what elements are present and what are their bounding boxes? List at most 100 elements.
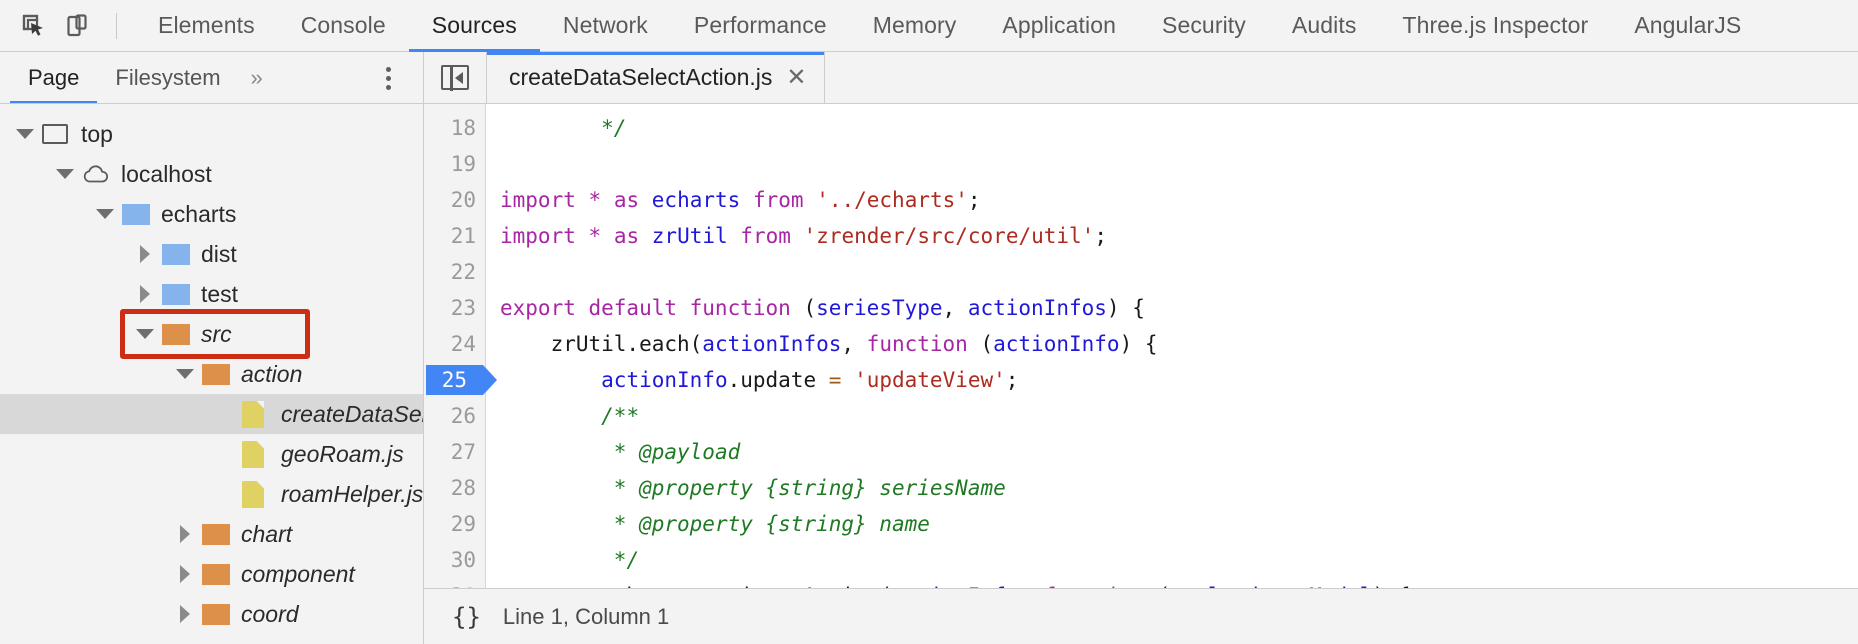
tree-item-label: src (201, 320, 232, 347)
code-token: zrUtil.each( (500, 332, 703, 356)
chevron-down-icon[interactable] (54, 163, 76, 185)
tree-item-component[interactable]: component (0, 554, 423, 594)
code-token: echarts.registerAction( (500, 584, 892, 588)
tree-item-label: localhost (121, 160, 212, 187)
code-token: ( (967, 332, 994, 356)
tree-item-chart[interactable]: chart (0, 514, 423, 554)
line-number[interactable]: 26 (450, 404, 476, 428)
code-token (500, 440, 614, 464)
code-line[interactable]: */ (500, 110, 1858, 146)
line-number[interactable]: 21 (450, 224, 476, 248)
tree-item-label: component (241, 560, 355, 587)
panel-tab-angularjs[interactable]: AngularJS (1634, 12, 1742, 38)
code-editor[interactable]: 181920212223242526272829303132333435 */ … (424, 104, 1858, 588)
close-icon[interactable]: ✕ (786, 63, 807, 91)
line-number[interactable]: 31 (424, 578, 485, 588)
chevron-right-icon[interactable] (134, 243, 156, 265)
code-token (601, 224, 614, 248)
chevron-right-icon[interactable] (134, 283, 156, 305)
chevron-down-icon[interactable] (134, 323, 156, 345)
line-number[interactable]: 19 (450, 152, 476, 176)
code-line[interactable]: */ (500, 542, 1858, 578)
code-content[interactable]: */ import * as echarts from '../echarts'… (486, 104, 1858, 588)
chevron-down-icon[interactable] (174, 363, 196, 385)
panel-tab-network[interactable]: Network (562, 12, 648, 38)
code-token (576, 188, 589, 212)
tree-item-action[interactable]: action (0, 354, 423, 394)
line-number[interactable]: 24 (450, 332, 476, 356)
code-line[interactable]: import * as zrUtil from 'zrender/src/cor… (500, 218, 1858, 254)
panel-tab-application[interactable]: Application (1002, 12, 1116, 38)
device-toolbar-icon[interactable] (58, 6, 98, 46)
tree-item-src[interactable]: src (0, 314, 423, 354)
code-line[interactable]: import * as echarts from '../echarts'; (500, 182, 1858, 218)
folder-icon (162, 281, 190, 307)
line-number[interactable]: 29 (450, 512, 476, 536)
line-number[interactable]: 18 (450, 116, 476, 140)
pretty-print-icon[interactable]: {} (452, 602, 481, 631)
editor-tab-createdataselectaction[interactable]: createDataSelectAction.js ✕ (486, 52, 826, 103)
code-token (500, 368, 601, 392)
chevron-down-icon[interactable] (14, 123, 36, 145)
navigator-more-tabs-icon[interactable]: » (250, 65, 263, 90)
code-line[interactable]: * @property {string} seriesName (500, 470, 1858, 506)
tree-item-dist[interactable]: dist (0, 234, 423, 274)
code-token: actionInfo (993, 332, 1120, 356)
more-options-icon[interactable] (375, 62, 401, 94)
code-token: actionInfo (601, 368, 728, 392)
code-line[interactable]: export default function (seriesType, act… (500, 290, 1858, 326)
line-number[interactable]: 20 (450, 188, 476, 212)
chevron-down-icon[interactable] (94, 203, 116, 225)
code-token: ) { (1372, 584, 1410, 588)
tree-item-test[interactable]: test (0, 274, 423, 314)
line-number[interactable]: 22 (450, 260, 476, 284)
panel-tab-security[interactable]: Security (1162, 12, 1246, 38)
panel-tab-sources[interactable]: Sources (408, 0, 540, 52)
code-token: actionInfos (702, 332, 842, 356)
folder-icon (202, 361, 230, 387)
code-line[interactable] (500, 254, 1858, 290)
tree-item-georoam-js[interactable]: geoRoam.js (0, 434, 423, 474)
inspect-element-icon[interactable] (14, 6, 54, 46)
code-line[interactable] (500, 146, 1858, 182)
code-line[interactable]: echarts.registerAction(actionInfo, funct… (500, 578, 1858, 588)
folder-icon (202, 561, 230, 587)
code-token: ; (1094, 224, 1107, 248)
panel-tab-console[interactable]: Console (300, 12, 386, 38)
tree-item-createdataselectaction-js[interactable]: createDataSelectAction.js (0, 394, 423, 434)
chevron-right-icon[interactable] (174, 523, 196, 545)
code-token (500, 476, 614, 500)
devtools-main-toolbar: Elements Console Sources Network Perform… (0, 0, 1858, 52)
panel-tab-performance[interactable]: Performance (693, 12, 827, 38)
line-number[interactable]: 27 (450, 440, 476, 464)
line-number[interactable]: 23 (450, 296, 476, 320)
tree-item-localhost[interactable]: localhost (0, 154, 423, 194)
chevron-right-icon[interactable] (174, 563, 196, 585)
tree-item-echarts[interactable]: echarts (0, 194, 423, 234)
code-line[interactable]: /** (500, 398, 1858, 434)
collapse-navigator-icon[interactable] (424, 52, 486, 103)
panel-tab-elements[interactable]: Elements (158, 12, 255, 38)
folder-icon (202, 601, 230, 627)
panel-tab-memory[interactable]: Memory (872, 12, 957, 38)
code-line[interactable]: * @property {string} name (500, 506, 1858, 542)
tree-item-label: test (201, 280, 239, 307)
line-number[interactable]: 30 (450, 548, 476, 572)
chevron-right-icon[interactable] (174, 603, 196, 625)
panel-tab-audits[interactable]: Audits (1291, 12, 1357, 38)
tree-item-coord[interactable]: coord (0, 594, 423, 634)
navigator-tab-page[interactable]: Page (10, 52, 98, 104)
cloud-icon (82, 161, 110, 187)
line-number[interactable]: 28 (450, 476, 476, 500)
tree-item-label: createDataSelectAction.js (281, 400, 423, 427)
tree-item-roamhelper-js[interactable]: roamHelper.js (0, 474, 423, 514)
code-line[interactable]: * @payload (500, 434, 1858, 470)
code-line[interactable]: actionInfo.update = 'updateView'; (500, 362, 1858, 398)
line-number-gutter[interactable]: 181920212223242526272829303132333435 (424, 104, 486, 588)
code-token: ; (1005, 368, 1019, 392)
code-line[interactable]: zrUtil.each(actionInfos, function (actio… (500, 326, 1858, 362)
tree-item-top[interactable]: top (0, 114, 423, 154)
panel-tab-threejs-inspector[interactable]: Three.js Inspector (1402, 12, 1589, 38)
execution-line-marker[interactable]: 25 (424, 362, 485, 398)
navigator-tab-filesystem[interactable]: Filesystem (115, 65, 221, 90)
